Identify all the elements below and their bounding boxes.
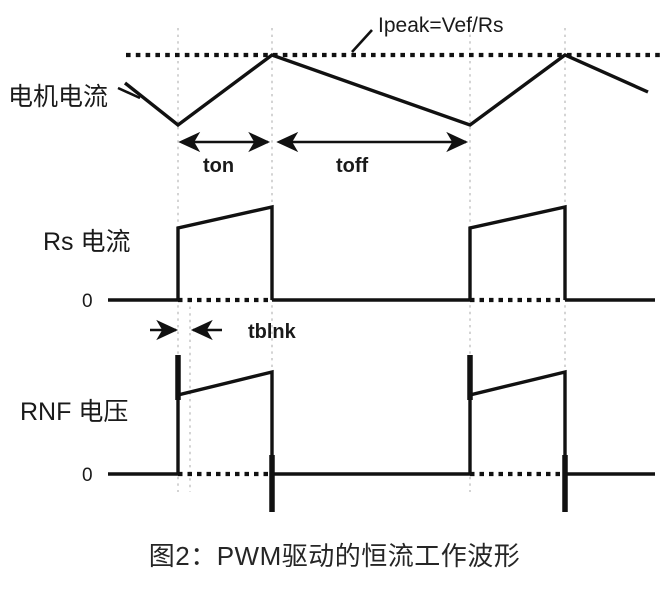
waveform-diagram: Ipeak=Vef/Rs 电机电流 ton toff Rs 电流 0 t [8,14,660,512]
panel-label-rs-current: Rs 电流 [43,228,131,256]
ipeak-equation-label: Ipeak=Vef/Rs [378,14,504,37]
panel-label-rnf-voltage: RNF 电压 [20,398,128,426]
panel-motor-current: Ipeak=Vef/Rs 电机电流 ton toff [8,14,660,177]
rnf-zero-label: 0 [82,465,93,486]
rnf-voltage-pulse-2 [468,369,567,474]
figure-caption: 图2：PWM驱动的恒流工作波形 [148,541,521,571]
rs-current-pulse-1 [176,204,274,300]
rs-zero-label: 0 [82,291,93,312]
ton-label: ton [203,155,234,177]
panel-label-motor-current: 电机电流 [8,83,108,111]
rnf-voltage-pulse-1 [176,369,274,474]
panel-rs-current: Rs 电流 0 tblnk [43,204,655,343]
motor-current-trace [123,53,649,128]
panel-rnf-voltage: RNF 电压 0 [20,355,655,512]
tblnk-label: tblnk [248,321,297,343]
ipeak-leader-line [351,29,373,53]
toff-label: toff [336,155,369,177]
motor-current-leader-line [117,86,141,100]
rs-current-pulse-2 [468,204,567,300]
